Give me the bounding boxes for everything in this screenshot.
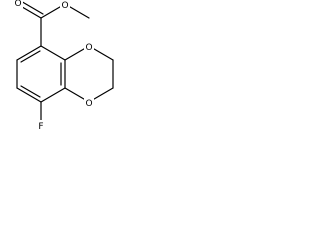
dioxane-ring xyxy=(64,45,114,103)
double-bond-c3-c4 xyxy=(20,85,41,98)
methyl-ester-group xyxy=(16,0,90,47)
atom-carbonyl-oxygen: O xyxy=(13,0,23,9)
atom-fluorine: F xyxy=(36,120,46,132)
carbonyl-oxygen-label: O xyxy=(14,0,21,9)
ring-oxygen-bottom-label: O xyxy=(85,99,92,109)
atom-ring-oxygen-bottom: O xyxy=(84,97,94,109)
fluorine-label: F xyxy=(38,122,43,132)
bond-c5-c6 xyxy=(16,45,42,61)
ring-oxygen-top-label: O xyxy=(85,43,92,53)
double-bond-c5-c6 xyxy=(20,50,41,63)
atom-ring-oxygen-top: O xyxy=(84,41,94,53)
bond-c2-c3 xyxy=(40,87,66,103)
bond-c6-c1 xyxy=(40,45,66,61)
benzene-ring xyxy=(16,45,66,103)
bond-c3-c4 xyxy=(16,87,42,103)
ester-oxygen-label: O xyxy=(61,1,68,11)
molecule-structure: O O O O F xyxy=(13,0,114,132)
atom-ester-oxygen: O xyxy=(60,0,70,11)
